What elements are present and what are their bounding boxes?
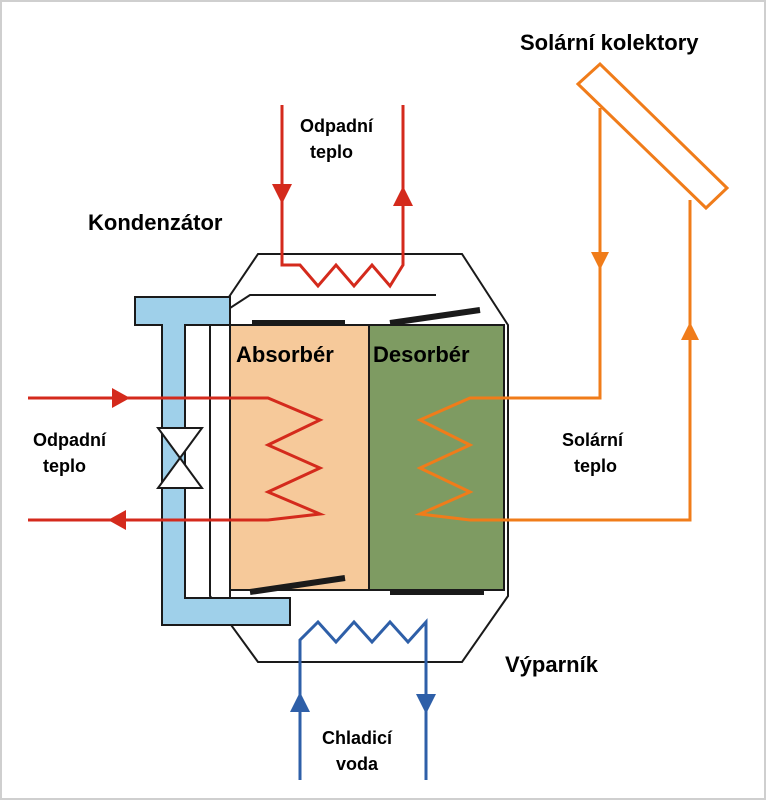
bottom-flap-absorber — [249, 575, 346, 595]
refrigerant-pipe — [134, 296, 291, 626]
arrow-left-icon — [108, 510, 126, 530]
arrow-up-icon — [290, 692, 310, 712]
label-absorber: Absorbér — [236, 342, 334, 367]
evaporator-coil — [298, 618, 428, 780]
solar-loop — [414, 108, 692, 522]
label-waste-heat-top-2: teplo — [310, 142, 353, 162]
label-waste-heat-top-1: Odpadní — [300, 116, 374, 136]
arrow-right-icon — [112, 388, 130, 408]
label-waste-heat-left-1: Odpadní — [33, 430, 107, 450]
condenser-coil — [280, 105, 405, 289]
label-solar-collectors: Solární kolektory — [520, 30, 699, 55]
arrow-up-icon — [681, 322, 699, 340]
label-condenser: Kondenzátor — [88, 210, 223, 235]
label-desorber: Desorbér — [373, 342, 470, 367]
solar-collector-panel — [575, 61, 730, 211]
arrow-down-icon — [591, 252, 609, 270]
absorber-coil — [28, 396, 326, 522]
arrow-down-icon — [416, 694, 436, 714]
label-evaporator: Výparník — [505, 652, 599, 677]
label-cooling-water-2: voda — [336, 754, 379, 774]
label-solar-heat-2: teplo — [574, 456, 617, 476]
arrow-down-icon — [272, 184, 292, 204]
label-waste-heat-left-2: teplo — [43, 456, 86, 476]
label-solar-heat-1: Solární — [562, 430, 624, 450]
top-flap-desorber — [389, 307, 481, 326]
expansion-valve-icon — [156, 427, 204, 460]
expansion-valve-lower — [156, 456, 204, 489]
label-cooling-water-1: Chladicí — [322, 728, 393, 748]
